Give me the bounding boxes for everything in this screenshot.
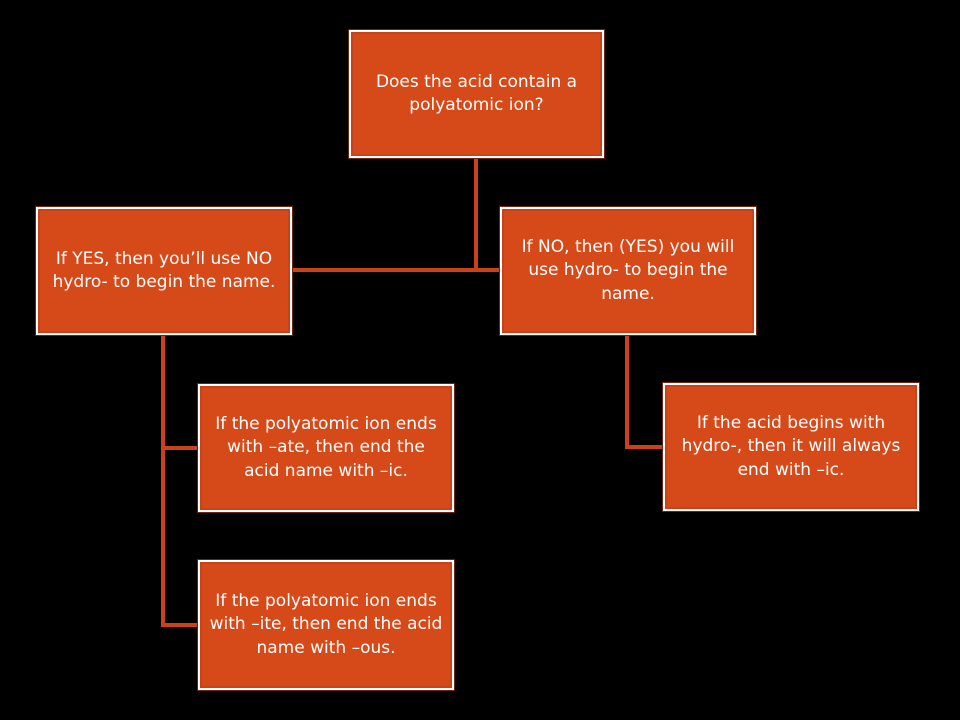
node-ate-rule: If the polyatomic ion ends with –ate, th… — [198, 384, 454, 512]
connector-yes-to-ite — [161, 448, 198, 627]
node-yes-branch: If YES, then you’ll use NO hydro- to beg… — [36, 207, 292, 335]
node-yes-text: If YES, then you’ll use NO hydro- to beg… — [52, 248, 276, 292]
connector-root-to-no — [474, 158, 500, 272]
connector-yes-to-ate — [161, 335, 198, 450]
connector-no-to-hydro — [625, 335, 663, 449]
connector-root-to-yes — [292, 158, 478, 272]
node-hydro-rule: If the acid begins with hydro-, then it … — [663, 383, 919, 511]
node-ite-rule: If the polyatomic ion ends with –ite, th… — [198, 560, 454, 690]
node-no-text: If NO, then (YES) you will use hydro- to… — [521, 236, 735, 304]
node-root-text: Does the acid contain a polyatomic ion? — [375, 71, 578, 115]
node-hydro-text: If the acid begins with hydro-, then it … — [681, 412, 901, 480]
node-ite-text: If the polyatomic ion ends with –ite, th… — [209, 590, 443, 658]
node-root-question: Does the acid contain a polyatomic ion? — [349, 30, 604, 158]
node-no-branch: If NO, then (YES) you will use hydro- to… — [500, 207, 756, 335]
node-ate-text: If the polyatomic ion ends with –ate, th… — [215, 413, 437, 481]
